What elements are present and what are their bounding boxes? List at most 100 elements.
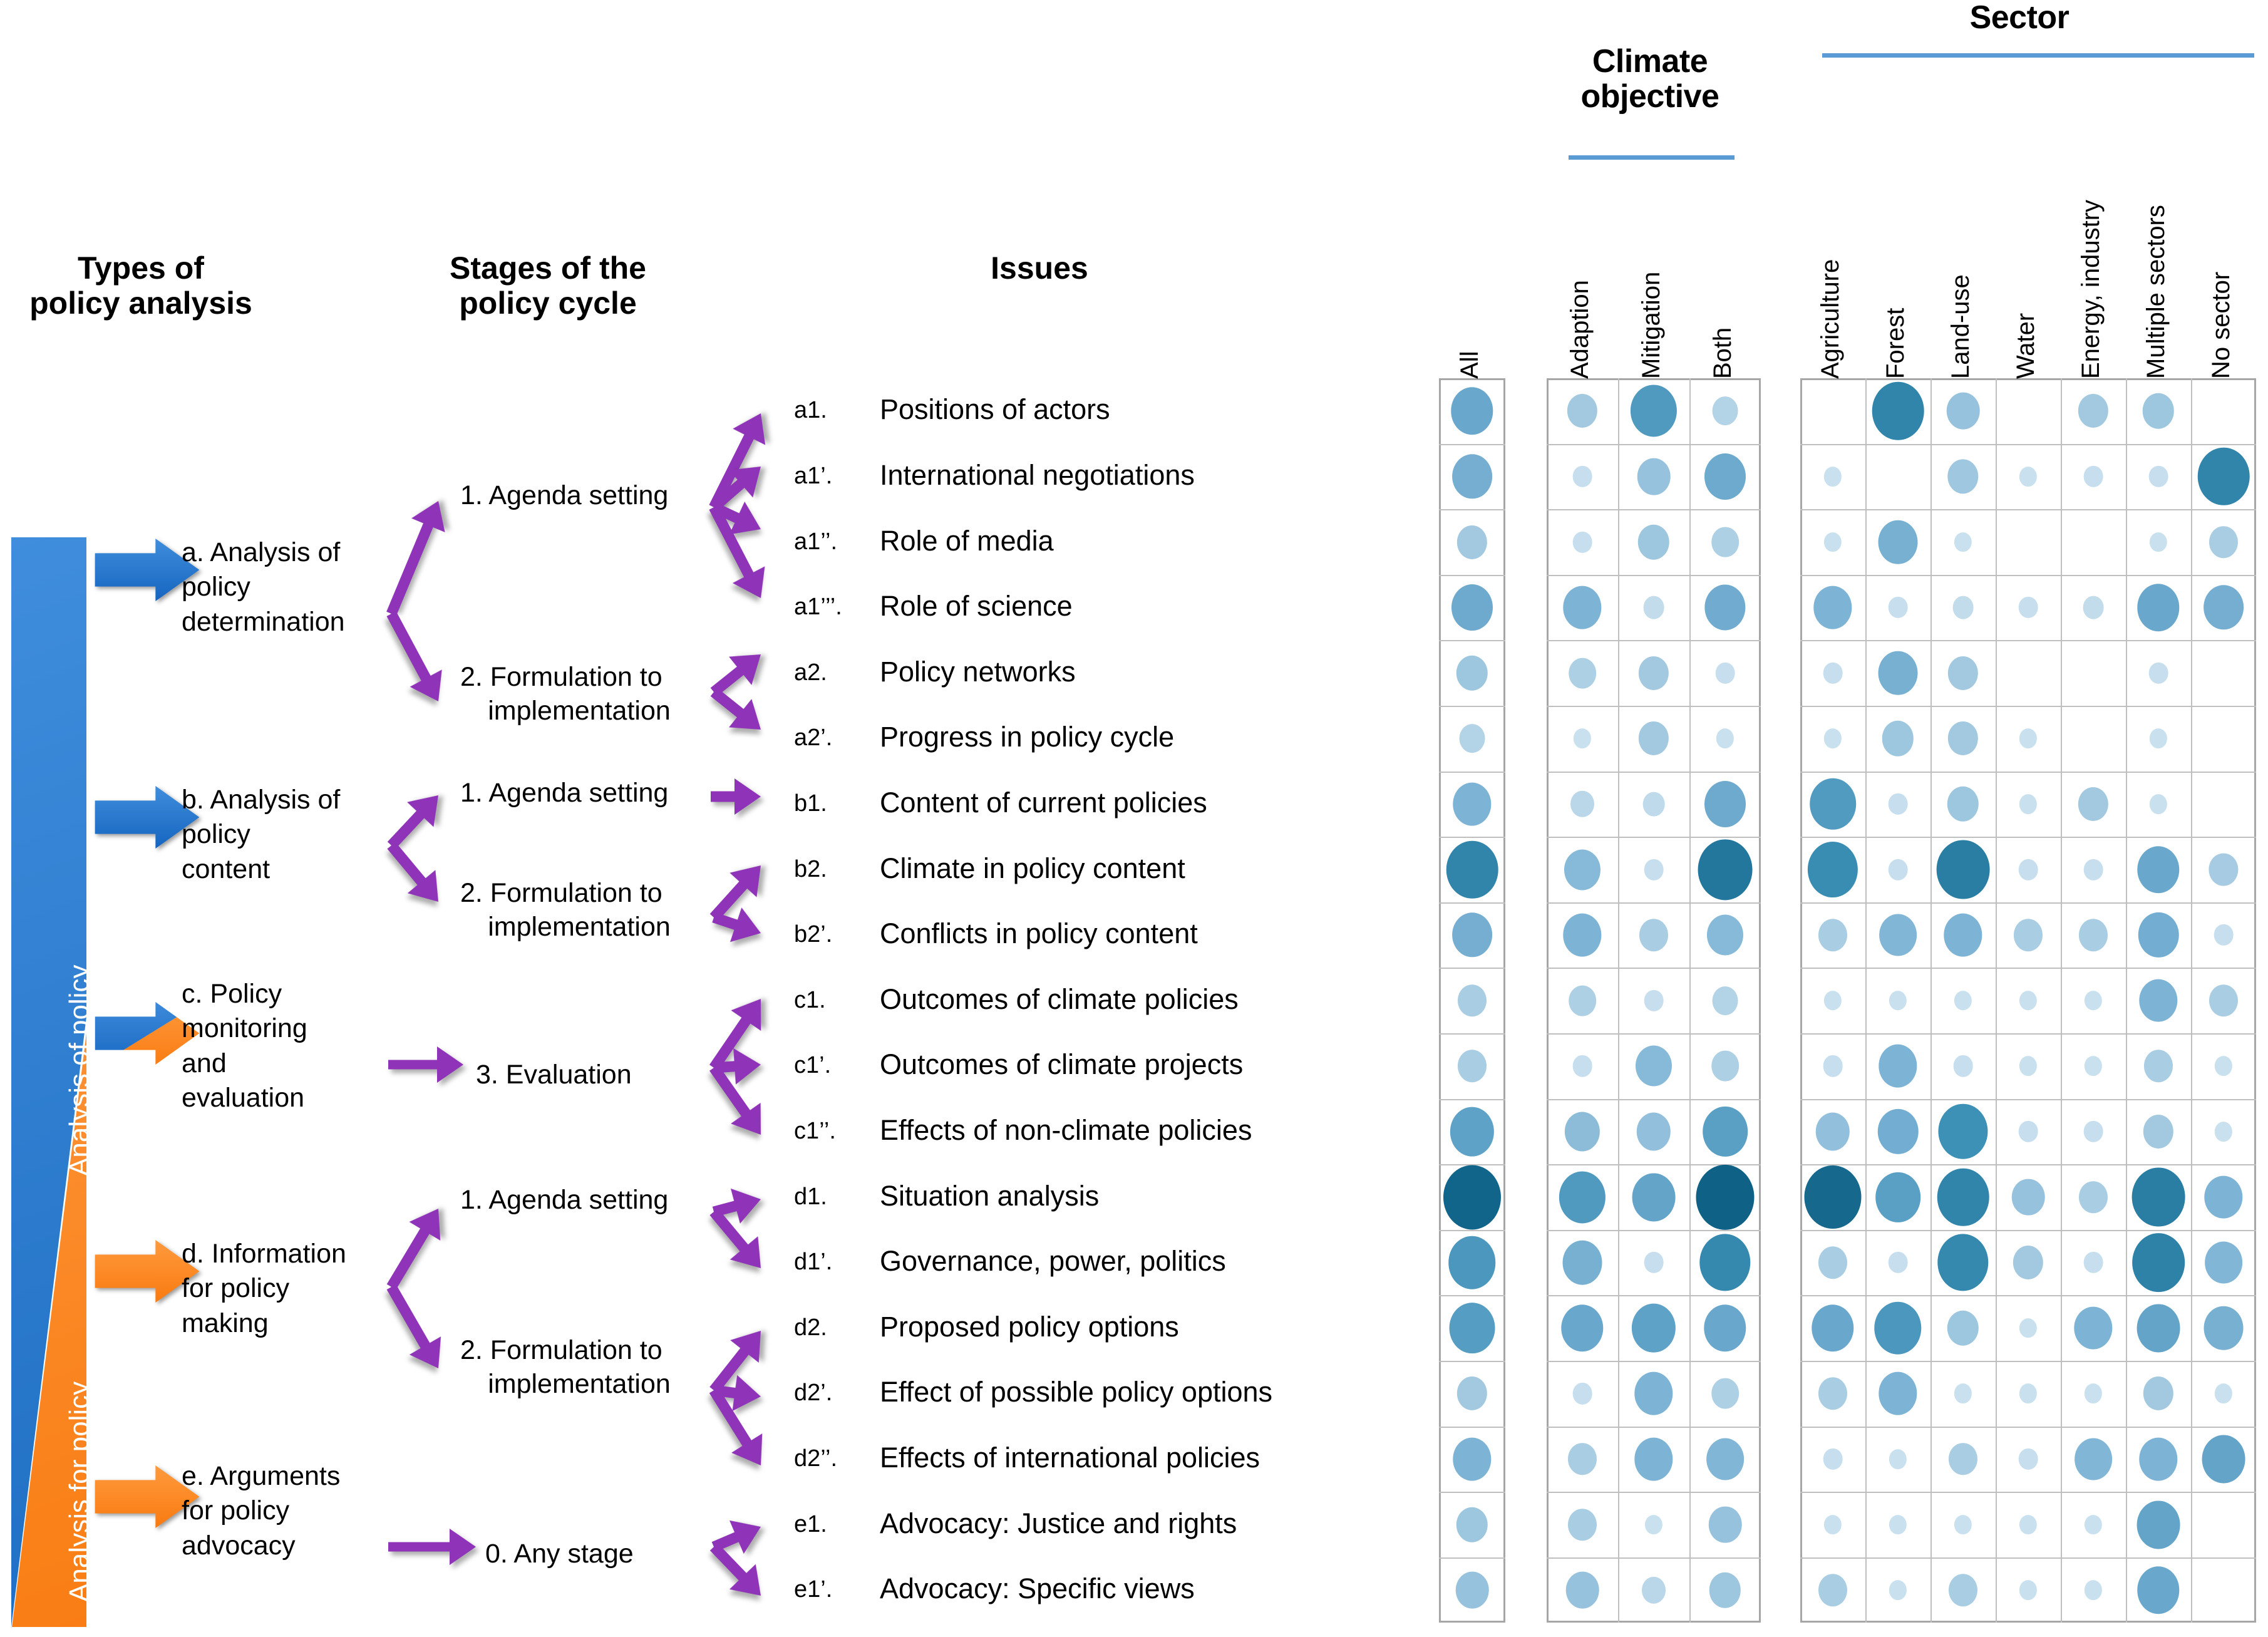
issue-code: d1’. <box>794 1249 833 1276</box>
stage-label-line: implementation <box>488 695 671 726</box>
stages-title-line2: policy cycle <box>459 286 637 321</box>
type-label-line: for policy <box>182 1273 290 1304</box>
matrix-bubble <box>1570 790 1594 818</box>
issue-label: Role of science <box>880 590 1073 622</box>
matrix-bubble <box>2139 1437 2178 1481</box>
matrix-bubble <box>1644 989 1664 1011</box>
matrix-bubble <box>2019 794 2038 814</box>
column-label-energy-industry: Energy, industry <box>2077 199 2105 379</box>
matrix-row-divider <box>1800 1098 2256 1100</box>
matrix-bubble <box>1711 1378 1739 1409</box>
arrow-stage-b2-to-issues-1 <box>712 907 761 942</box>
matrix-bubble <box>2019 467 2038 487</box>
issue-code: d2’. <box>794 1380 833 1407</box>
matrix-bubble <box>1448 1236 1496 1289</box>
type-label-line: advocacy <box>182 1530 296 1561</box>
banner-label-analysis-of-policy: Analysis of policy <box>64 964 95 1176</box>
issue-label: Situation analysis <box>880 1179 1100 1212</box>
matrix-bubble <box>2214 924 2234 946</box>
matrix-bubble <box>1634 1371 1673 1415</box>
issue-label: Outcomes of climate projects <box>880 1048 1244 1081</box>
arrow-stage-e-to-issues-1 <box>709 1543 761 1596</box>
matrix-bubble <box>1455 1571 1489 1609</box>
matrix-bubble <box>2143 1376 2174 1411</box>
matrix-bubble <box>1937 1234 1989 1291</box>
matrix-bubble <box>1889 1449 1907 1469</box>
matrix-row-divider <box>1800 1492 2256 1494</box>
type-label-line: b. Analysis of <box>182 785 341 815</box>
issue-label: Proposed policy options <box>880 1310 1179 1343</box>
matrix-bubble <box>2083 1251 2103 1274</box>
matrix-bubble <box>1804 1165 1862 1229</box>
matrix-bubble <box>2214 1122 2233 1142</box>
matrix-bubble <box>1453 782 1492 826</box>
issue-code: a1’. <box>794 462 833 489</box>
matrix-bubble <box>1823 1055 1843 1077</box>
matrix-bubble <box>2148 662 2168 684</box>
matrix-row-divider <box>1439 771 1505 773</box>
stage-label-line: implementation <box>488 1368 671 1399</box>
matrix-bubble <box>1818 1377 1848 1410</box>
matrix-row-divider <box>1547 509 1761 511</box>
issue-label: Advocacy: Justice and rights <box>880 1507 1237 1539</box>
matrix-bubble <box>1877 1108 1919 1155</box>
issue-code: a2’. <box>794 725 833 751</box>
analysis-banner: Analysis of policy Analysis for policy <box>11 537 95 1627</box>
matrix-bubble <box>1567 1443 1597 1475</box>
matrix-bubble <box>2019 728 2038 749</box>
matrix-bubble <box>1716 728 1735 749</box>
matrix-bubble <box>1563 586 1602 629</box>
matrix-row-divider <box>1439 1492 1505 1494</box>
matrix-bubble <box>1878 520 1918 564</box>
type-label-line: e. Arguments <box>182 1461 341 1491</box>
matrix-bubble <box>2084 1514 2103 1535</box>
type-arrow-d <box>95 1240 200 1303</box>
matrix-bubble <box>1807 841 1858 898</box>
matrix-bubble <box>1954 1383 1972 1404</box>
matrix-bubble <box>1711 1050 1739 1082</box>
matrix-bubble <box>1630 385 1678 437</box>
matrix-bubble <box>2131 1167 2185 1227</box>
arrow-a-to-stages-0 <box>386 501 445 616</box>
stage-label-line: 1. Agenda setting <box>460 1185 669 1215</box>
column-label-land-use: Land-use <box>1947 274 1974 379</box>
arrow-stage-e-to-issues-0 <box>711 1520 761 1554</box>
matrix-bubble <box>1563 913 1602 957</box>
matrix-bubble <box>2209 984 2239 1017</box>
matrix-bubble <box>1952 596 1974 619</box>
issue-label: International negotiations <box>880 458 1195 491</box>
issue-code: a1. <box>794 397 827 424</box>
matrix-bubble <box>1567 1508 1597 1541</box>
matrix-bubble <box>1878 651 1918 695</box>
stage-label-2: 1. Agenda setting <box>460 777 698 810</box>
matrix-row-divider <box>1547 902 1761 904</box>
arrow-stage-c-to-issues-2 <box>709 1065 761 1135</box>
matrix-bubble <box>2209 525 2239 559</box>
matrix-row-divider <box>1439 640 1505 642</box>
matrix-bubble <box>2019 1056 2038 1077</box>
matrix-col-divider <box>1618 378 1619 1623</box>
matrix-bubble <box>1573 728 1592 749</box>
matrix-bubble <box>2013 1246 2044 1280</box>
type-label-line: content <box>182 854 271 884</box>
group-header-sector: Sector <box>1969 0 2070 36</box>
matrix-bubble <box>1948 1443 1978 1475</box>
matrix-row-divider <box>1800 902 2256 904</box>
matrix-bubble <box>1938 1103 1988 1160</box>
matrix-bubble <box>1637 458 1671 495</box>
matrix-bubble <box>1947 656 1979 690</box>
issue-label: Effects of international policies <box>880 1441 1260 1474</box>
stage-label-5: 1. Agenda setting <box>460 1184 698 1217</box>
type-label-line: a. Analysis of <box>182 537 341 567</box>
matrix-bubble <box>1443 1164 1502 1230</box>
arrow-stage-d1-to-issues-1 <box>709 1208 761 1269</box>
matrix-bubble <box>1644 1251 1664 1274</box>
matrix-bubble <box>1947 721 1979 756</box>
group-header-climate-objective: Climate objective <box>1547 44 1753 114</box>
arrow-stage-d2-to-issues-2 <box>709 1387 763 1466</box>
matrix-bubble <box>1812 1304 1854 1352</box>
climate-objective-rule <box>1569 155 1735 160</box>
type-arrow-b <box>95 786 200 849</box>
matrix-bubble <box>1644 1514 1663 1535</box>
